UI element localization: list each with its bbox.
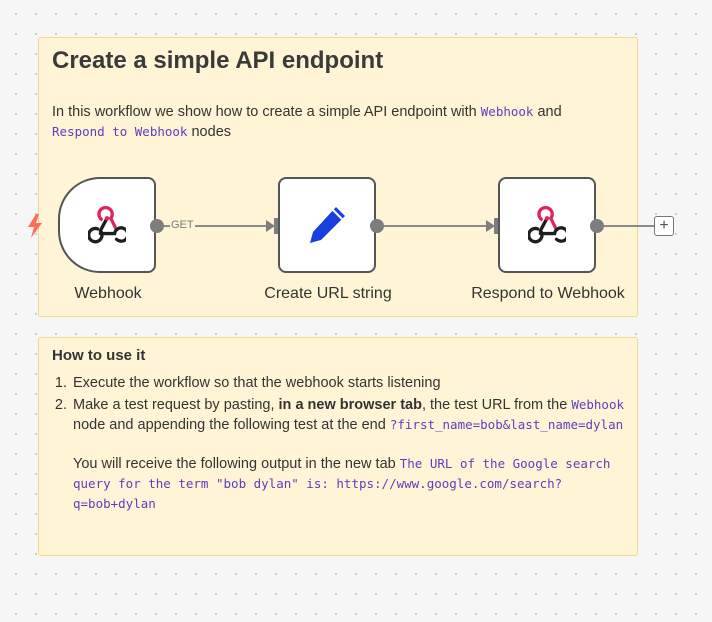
webhook-output-port[interactable] bbox=[150, 219, 164, 233]
respond-output-port[interactable] bbox=[590, 219, 604, 233]
how-to-heading: How to use it bbox=[52, 347, 146, 364]
connection-arrow bbox=[486, 220, 495, 232]
connection-method-label: GET bbox=[170, 219, 195, 231]
webhook-icon bbox=[528, 206, 566, 244]
connection-arrow bbox=[266, 220, 275, 232]
step-2: Make a test request by pasting, in a new… bbox=[71, 395, 631, 514]
code-webhook: Webhook bbox=[571, 397, 624, 412]
add-node-button[interactable]: + bbox=[654, 216, 674, 236]
step-1-text: Execute the workflow so that the webhook… bbox=[73, 375, 441, 391]
code-query-string: ?first_name=bob&last_name=dylan bbox=[389, 417, 624, 432]
webhook-icon bbox=[88, 206, 126, 244]
step-1: Execute the workflow so that the webhook… bbox=[71, 374, 631, 393]
desc-text: In this workflow we show how to create a… bbox=[52, 104, 481, 120]
code-webhook: Webhook bbox=[480, 104, 534, 119]
pencil-icon bbox=[310, 207, 345, 243]
desc-text: nodes bbox=[187, 124, 232, 140]
trigger-bolt-icon bbox=[28, 214, 42, 238]
step-2-text: Make a test request by pasting, bbox=[73, 397, 279, 413]
respond-node-label: Respond to Webhook bbox=[471, 285, 625, 302]
add-node-connector bbox=[604, 225, 654, 227]
create-url-node[interactable] bbox=[278, 177, 376, 273]
step-2-text: , the test URL from the bbox=[421, 397, 572, 413]
desc-text: and bbox=[533, 104, 562, 120]
sticky-note-how-to[interactable]: How to use it Execute the workflow so th… bbox=[38, 337, 638, 556]
create-url-node-label: Create URL string bbox=[264, 285, 392, 302]
steps-list: Execute the workflow so that the webhook… bbox=[53, 374, 631, 516]
sticky-title: Create a simple API endpoint bbox=[52, 47, 384, 74]
code-respond-to-webhook: Respond to Webhook bbox=[52, 124, 188, 139]
step-2-bold: in a new browser tab bbox=[278, 397, 422, 413]
connection-line[interactable] bbox=[384, 225, 488, 227]
step-2-output-text: You will receive the following output in… bbox=[73, 456, 400, 472]
connection-line[interactable] bbox=[164, 225, 268, 227]
code-output: The URL of the Google search query for t… bbox=[73, 456, 611, 511]
step-2-text: node and appending the following test at… bbox=[73, 417, 390, 433]
create-url-output-port[interactable] bbox=[370, 219, 384, 233]
webhook-node[interactable] bbox=[58, 177, 156, 273]
sticky-description: In this workflow we show how to create a… bbox=[52, 102, 612, 142]
respond-to-webhook-node[interactable] bbox=[498, 177, 596, 273]
webhook-node-label: Webhook bbox=[74, 285, 142, 302]
